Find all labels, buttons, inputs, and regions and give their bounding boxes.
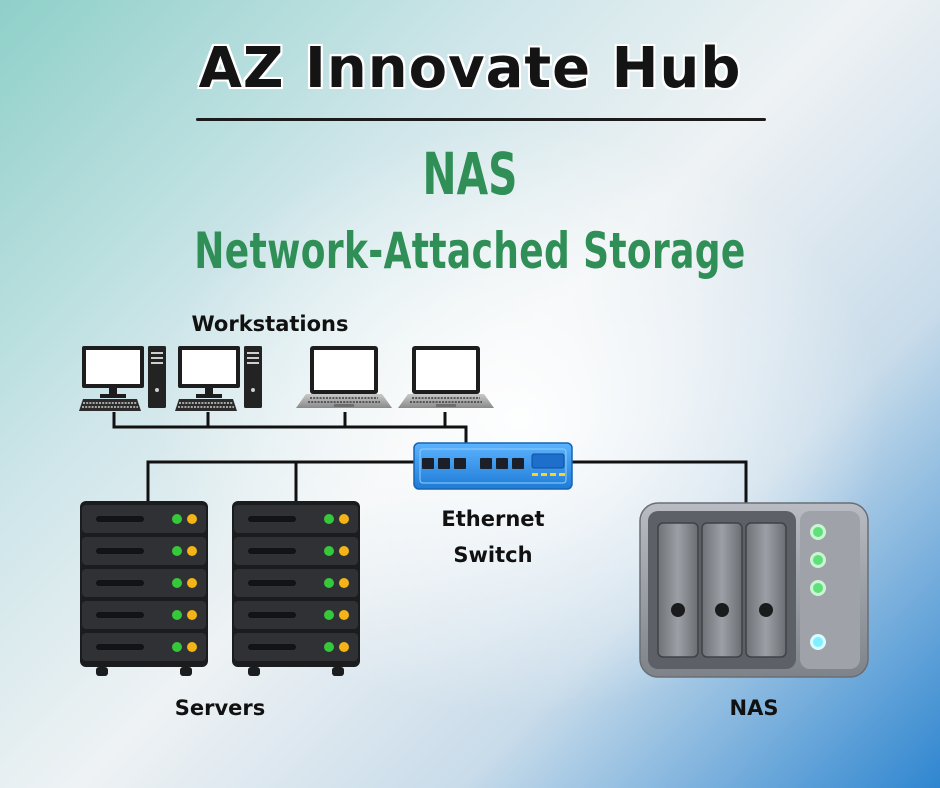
network-cables (112, 412, 748, 503)
workstation-desktop-2 (175, 346, 262, 411)
nas-label: NAS (729, 696, 779, 720)
servers-label: Servers (174, 696, 266, 720)
workstation-laptop-1 (295, 345, 393, 409)
workstations-label: Workstations (191, 312, 349, 336)
nas-drive-bays (657, 522, 787, 658)
brand-title: AZ Innovate Hub (198, 36, 742, 101)
diagram-title: NAS (422, 140, 518, 208)
workstation-desktop-1 (79, 346, 166, 411)
server-uplink-cable (146, 460, 416, 503)
workstation-bus-cable (112, 412, 468, 446)
title-divider (196, 118, 766, 121)
nas-status-leds (810, 524, 826, 650)
nas-uplink-cable (570, 460, 748, 503)
diagram-subtitle: Network-Attached Storage (194, 222, 746, 280)
server-rack-2 (232, 501, 360, 676)
switch-label-line2: Switch (453, 543, 533, 567)
ethernet-switch (413, 442, 573, 490)
nas-device (639, 502, 869, 678)
server-rack-1 (80, 501, 208, 676)
workstation-laptop-2 (397, 345, 495, 409)
switch-label-line1: Ethernet (441, 507, 545, 531)
